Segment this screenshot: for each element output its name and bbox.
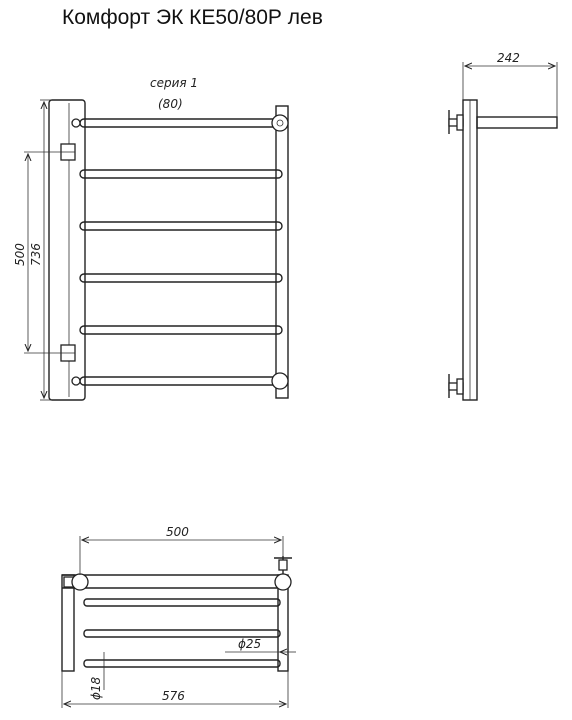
inlet-fitting — [60, 143, 76, 161]
left-collector — [48, 99, 86, 401]
top-rung — [83, 659, 281, 668]
side-bracket-bottom — [448, 374, 464, 398]
top-left-cap — [71, 573, 89, 591]
rung — [79, 376, 283, 386]
end-plug — [271, 372, 289, 390]
top-rung — [83, 629, 281, 638]
side-view: 242 — [448, 51, 558, 401]
end-cap — [71, 118, 81, 128]
dim-height-total: 736 — [29, 243, 43, 266]
rungs — [79, 118, 283, 386]
right-collector — [275, 105, 289, 399]
dim-depth: 242 — [497, 51, 520, 65]
top-left-bracket — [61, 574, 75, 672]
mayevsky-valve — [271, 114, 289, 132]
side-top-rung — [476, 116, 558, 129]
front-view: 736 500 серия 1 (80) — [13, 76, 289, 401]
dim-pipe-rung: ϕ18 — [89, 676, 103, 700]
side-bracket-top — [448, 110, 464, 134]
rung — [79, 325, 283, 335]
series-label: серия 1 — [150, 76, 198, 90]
dim-width-total: 576 — [162, 689, 185, 703]
dim-width-mount: 500 — [166, 525, 189, 539]
top-right-valve — [274, 573, 292, 591]
dim-height-mount: 500 — [13, 243, 27, 266]
end-cap — [71, 376, 81, 386]
rung — [79, 221, 283, 231]
top-rung — [83, 598, 281, 607]
rung — [79, 273, 283, 283]
dim-pipe-main: ϕ25 — [238, 637, 261, 651]
rung — [79, 169, 283, 179]
page-title: Комфорт ЭК КЕ50/80Р лев — [62, 6, 323, 29]
series-value: (80) — [158, 97, 183, 111]
outlet-fitting — [60, 344, 76, 362]
rung — [79, 118, 283, 128]
top-view: 500 576 ϕ25 ϕ18 — [61, 525, 296, 708]
